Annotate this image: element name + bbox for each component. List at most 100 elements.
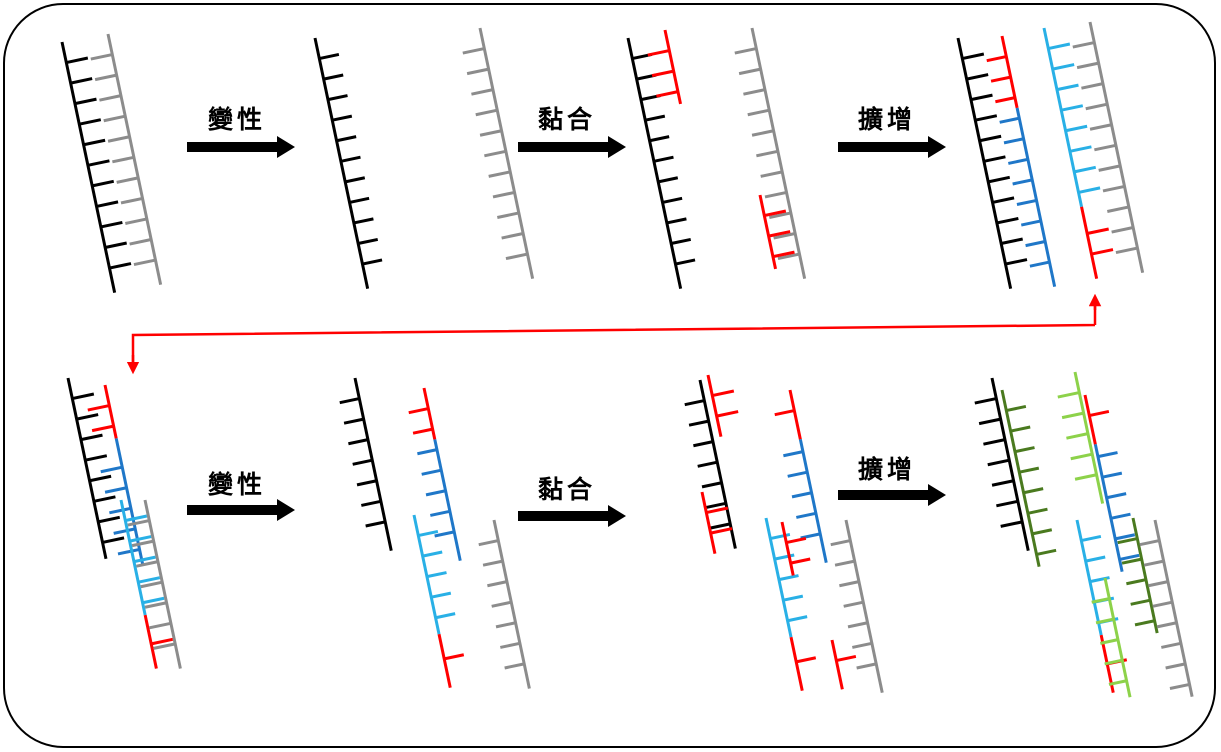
row2-denature-label: 變性 — [208, 470, 267, 499]
rung — [983, 155, 1006, 163]
rung — [760, 170, 783, 178]
rung — [1085, 102, 1108, 111]
rung — [1139, 539, 1160, 547]
row2-ext-blue — [1083, 394, 1140, 573]
rung — [425, 489, 446, 497]
rung — [116, 176, 139, 184]
row2-den-blue — [408, 387, 462, 561]
rung — [1000, 520, 1023, 528]
rung — [786, 536, 807, 545]
rung — [133, 555, 156, 564]
row1-anneal-black — [626, 37, 696, 290]
rung — [112, 155, 135, 164]
rung — [756, 149, 779, 158]
rung — [1074, 473, 1097, 481]
rung — [103, 114, 126, 123]
rung — [99, 94, 122, 102]
rung — [970, 93, 993, 102]
rung — [113, 527, 136, 535]
rung — [996, 216, 1019, 225]
rung — [1156, 621, 1177, 629]
rung — [1169, 682, 1190, 690]
backbone-segment — [412, 514, 441, 635]
rung — [1014, 446, 1035, 454]
rung — [418, 529, 439, 538]
rung — [127, 519, 150, 527]
rung — [783, 450, 804, 458]
backbone-segment — [798, 439, 828, 563]
rung — [482, 559, 503, 567]
rung — [129, 535, 152, 543]
rung — [1048, 42, 1071, 51]
rung — [1107, 205, 1130, 213]
rung — [340, 155, 361, 163]
rung — [688, 419, 709, 427]
rung — [102, 536, 125, 544]
row2-ext-lightgreen — [1057, 371, 1105, 504]
rung — [1069, 145, 1092, 153]
rung — [412, 427, 433, 435]
rung — [349, 196, 370, 204]
row2-ann-grey — [830, 519, 884, 693]
rung — [772, 250, 795, 259]
rung — [764, 190, 787, 199]
rung — [1098, 164, 1121, 172]
rung — [1010, 425, 1031, 433]
rung — [1070, 452, 1093, 461]
rung — [1029, 260, 1050, 268]
rung — [966, 73, 989, 81]
rung — [1073, 165, 1097, 174]
backbone-segment — [698, 379, 737, 549]
rung — [791, 491, 812, 499]
rung — [701, 481, 722, 489]
rung — [796, 511, 817, 519]
rung — [706, 506, 729, 515]
backbone-segment — [143, 614, 158, 669]
rung — [1121, 557, 1142, 565]
rung — [693, 440, 714, 448]
rung — [484, 149, 507, 158]
row1-ext-new-lightblue — [1042, 27, 1114, 280]
backbone-segment — [700, 491, 717, 554]
rung — [1036, 548, 1057, 556]
rung — [417, 448, 438, 456]
rung — [1086, 227, 1109, 235]
rung — [1104, 658, 1123, 666]
rung — [104, 486, 127, 494]
row2-ann-primer-b — [700, 491, 733, 554]
rung — [94, 73, 117, 82]
rung — [986, 55, 1007, 63]
rung — [662, 196, 683, 204]
rung — [1057, 391, 1080, 399]
rung — [443, 653, 465, 661]
backbone-segment — [1083, 394, 1097, 445]
row1-denature-arrow — [187, 136, 295, 158]
rung — [1148, 580, 1169, 588]
rung — [1016, 198, 1037, 206]
rung — [353, 217, 374, 225]
rung — [107, 135, 130, 143]
rung — [1008, 157, 1029, 165]
rung — [787, 470, 808, 478]
rung — [778, 574, 799, 582]
rung — [991, 479, 1014, 487]
rung — [1031, 528, 1053, 536]
rung — [712, 389, 735, 398]
backbone-segment — [1042, 27, 1084, 208]
row1-ext-grey — [1072, 21, 1145, 274]
row2-den-lightblue — [412, 514, 465, 688]
rung — [1115, 246, 1138, 255]
rung — [790, 557, 811, 565]
rung — [435, 612, 456, 620]
rung — [466, 67, 489, 76]
rung — [80, 433, 103, 442]
rung — [100, 220, 123, 229]
row2-den-black — [339, 377, 393, 551]
rung — [697, 460, 718, 468]
rung — [91, 179, 115, 188]
rung — [104, 241, 127, 249]
rung — [87, 159, 110, 167]
backbone-segment — [66, 377, 108, 560]
row2-ext-lightblue — [1075, 519, 1128, 693]
backbone-segment — [119, 499, 147, 616]
